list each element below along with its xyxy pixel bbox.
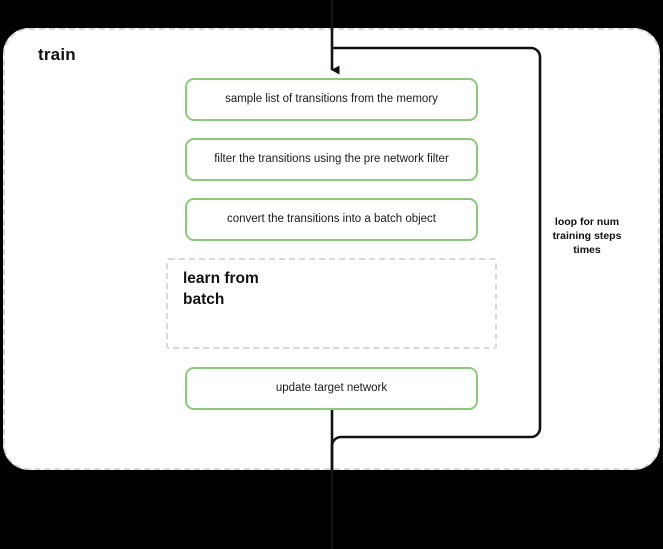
- step-box-filter[interactable]: filter the transitions using the pre net…: [185, 138, 478, 181]
- subgroup-title-learn-from-batch: learn from batch: [183, 270, 259, 309]
- loop-annotation-label: loop for num training steps times: [552, 216, 622, 257]
- step-box-convert[interactable]: convert the transitions into a batch obj…: [185, 198, 478, 241]
- subgroup-learn-from-batch[interactable]: learn from batch: [166, 258, 497, 349]
- group-title-train: train: [38, 45, 76, 64]
- step-box-update-target-network[interactable]: update target network: [185, 367, 478, 410]
- step-label-sample: sample list of transitions from the memo…: [225, 93, 438, 106]
- step-box-sample[interactable]: sample list of transitions from the memo…: [185, 78, 478, 121]
- step-label-filter: filter the transitions using the pre net…: [214, 153, 449, 166]
- step-label-update-target-network: update target network: [275, 382, 388, 395]
- step-label-convert: convert the transitions into a batch obj…: [226, 213, 437, 226]
